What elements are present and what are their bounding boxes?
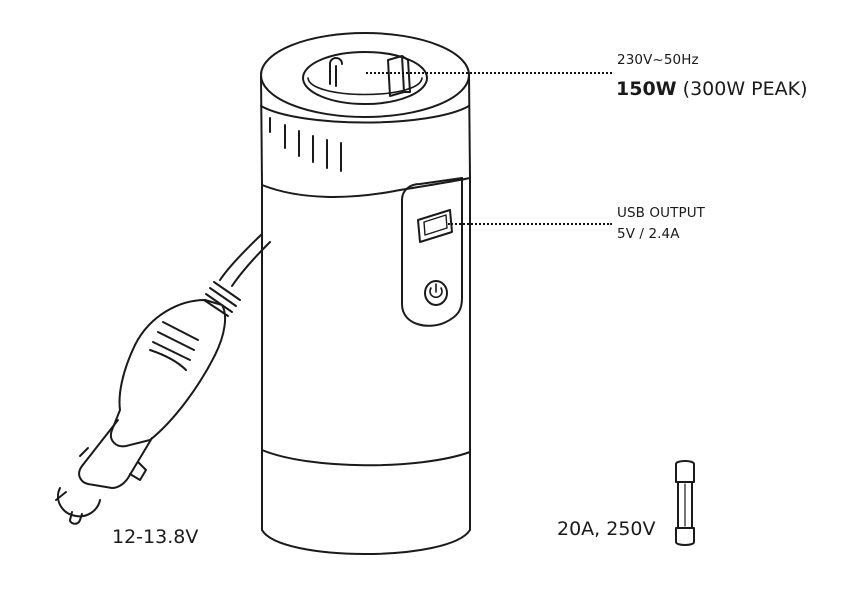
- usb-port-icon: [417, 209, 453, 243]
- ac-callout-line: [366, 72, 612, 74]
- ac-power-value: 150W: [616, 78, 677, 100]
- fuse-rating-label: 20A, 250V: [557, 518, 656, 540]
- input-voltage-label: 12-13.8V: [112, 526, 199, 548]
- ac-voltage-label: 230V~50Hz: [617, 52, 699, 68]
- usb-output-title: USB OUTPUT: [617, 205, 706, 221]
- ac-power-label: 150W (300W PEAK): [616, 78, 808, 100]
- ac-socket-icon: [302, 51, 428, 105]
- power-cable: [219, 233, 271, 287]
- ac-peak-value: (300W PEAK): [682, 78, 808, 100]
- power-button-icon: [424, 280, 448, 306]
- fuse-icon: [675, 460, 695, 546]
- usb-callout-line: [448, 223, 612, 225]
- control-panel: [401, 177, 463, 327]
- vent-slots: [269, 117, 342, 172]
- usb-output-spec: 5V / 2.4A: [617, 226, 680, 242]
- inverter-body: [260, 32, 471, 555]
- car-plug-icon: [55, 281, 241, 525]
